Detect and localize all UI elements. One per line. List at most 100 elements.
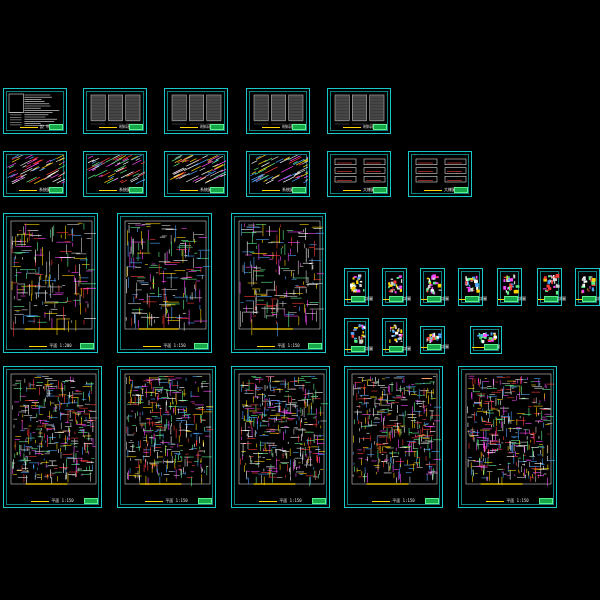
title-block (84, 498, 98, 504)
sheet-title-text: 平面 1:150 (277, 343, 300, 348)
sheet-title-label: 平面 1:200 (4, 343, 97, 349)
title-underline (372, 500, 391, 502)
sheet-inner-frame (120, 369, 213, 505)
sheet-linework (253, 94, 304, 125)
title-underline (143, 345, 162, 347)
sheet-inner-frame (234, 369, 327, 505)
title-block (308, 343, 322, 349)
title-block (129, 124, 143, 130)
title-block (292, 124, 306, 130)
sheet-title-text: 平面 1:150 (279, 498, 302, 503)
drawing-sheet-row1-5: 材料表 (327, 88, 391, 134)
sheet-title-text: 材料表 (363, 124, 375, 129)
title-underline (145, 500, 164, 502)
sheet-title-label: 系統圖 (84, 187, 146, 193)
title-block (194, 343, 208, 349)
drawing-sheet-smalls-bottom-2: 詳圖 (382, 318, 411, 356)
drawing-sheet-smalls-top-5: 詳圖 (497, 268, 526, 306)
title-block (312, 498, 326, 504)
sheet-inner-frame (385, 271, 404, 303)
title-block (539, 498, 553, 504)
sheet-linework (464, 275, 480, 293)
title-block (544, 296, 558, 302)
sheet-title-label: 材料表 (328, 124, 390, 130)
sheet-linework (389, 324, 404, 343)
drawing-sheet-smalls-top-6: 詳圖 (537, 268, 566, 306)
title-block (351, 296, 365, 302)
sheet-title-label: 系統圖 (165, 187, 227, 193)
title-underline (31, 500, 50, 502)
sheet-title-text: 詳圖 (441, 344, 449, 349)
sheet-title-text: 詳圖 (596, 296, 600, 301)
sheet-title-text: 平面 1:150 (506, 498, 529, 503)
sheet-title-label: 平面 1:150 (345, 498, 442, 504)
drawing-sheet-smalls-top-1: 詳圖 (344, 268, 373, 306)
sheet-title-text: 詳圖 (479, 296, 487, 301)
sheet-linework (250, 155, 308, 185)
sheet-inner-frame (347, 271, 366, 303)
sheet-linework (351, 373, 441, 485)
title-block (484, 344, 498, 350)
sheet-title-label: 材料表 (84, 124, 146, 130)
sheet-title-text: 系統圖 (119, 187, 131, 192)
sheet-title-label: 材料表 (165, 124, 227, 130)
sheet-title-label: 說 明 (4, 124, 66, 130)
sheet-title-label: 材料表 (247, 124, 309, 130)
sheet-inner-frame (86, 91, 144, 131)
sheet-inner-frame (330, 154, 388, 194)
title-underline (19, 126, 38, 128)
drawing-sheet-row3-3: 平面 1:150 (231, 213, 326, 353)
sheet-inner-frame (249, 91, 307, 131)
sheet-linework (388, 275, 403, 294)
sheet-title-text: 詳圖 (518, 296, 526, 301)
drawing-sheet-row1-4: 材料表 (246, 88, 310, 134)
title-block (427, 344, 441, 350)
sheet-linework (426, 274, 442, 295)
drawing-sheet-row2-6: 大樣圖 (408, 151, 472, 197)
title-underline (180, 126, 198, 128)
sheet-title-text: 詳圖 (558, 296, 566, 301)
title-block (80, 343, 94, 349)
drawing-sheet-row4-3: 平面 1:150 (231, 366, 330, 508)
title-underline (486, 500, 505, 502)
title-underline (424, 189, 442, 191)
sheet-linework (171, 94, 222, 125)
sheet-inner-frame (423, 271, 442, 303)
drawing-sheet-smalls-bottom-4: 詳圖 (470, 326, 502, 354)
sheet-title-text: 平面 1:150 (51, 498, 74, 503)
sheet-title-label: 平面 1:150 (118, 498, 215, 504)
title-block (389, 296, 403, 302)
sheet-inner-frame (461, 369, 554, 505)
drawing-sheet-row1-1: 說 明 (3, 88, 67, 134)
sheet-linework (90, 94, 141, 125)
sheet-title-label: 平面 1:150 (118, 343, 211, 349)
sheet-inner-frame (6, 91, 64, 131)
sheet-linework (10, 373, 98, 485)
drawing-sheet-row4-5: 平面 1:150 (458, 366, 557, 508)
sheet-inner-frame (167, 154, 225, 194)
sheet-linework (124, 373, 214, 487)
sheet-title-text: 平面 1:150 (165, 498, 188, 503)
drawing-sheet-row4-1: 平面 1:150 (3, 366, 102, 508)
title-underline (472, 346, 490, 348)
drawing-sheet-row3-2: 平面 1:150 (117, 213, 212, 353)
sheet-title-label: 系統圖 (4, 187, 66, 193)
title-underline (180, 189, 198, 191)
sheet-inner-frame (167, 91, 225, 131)
sheet-inner-frame (6, 216, 95, 350)
sheet-title-text: 大樣圖 (363, 187, 375, 192)
title-underline (29, 345, 48, 347)
sheet-inner-frame (385, 321, 404, 353)
sheet-linework (477, 332, 498, 344)
sheet-linework (238, 373, 328, 487)
sheet-linework (334, 158, 386, 183)
drawing-sheet-row1-2: 材料表 (83, 88, 147, 134)
title-block (454, 187, 468, 193)
sheet-title-text: 平面 1:200 (49, 343, 72, 348)
sheet-inner-frame (234, 216, 323, 350)
sheet-title-label: 平面 1:150 (232, 498, 329, 504)
title-underline (343, 189, 361, 191)
sheet-inner-frame (120, 216, 209, 350)
title-block (425, 498, 439, 504)
